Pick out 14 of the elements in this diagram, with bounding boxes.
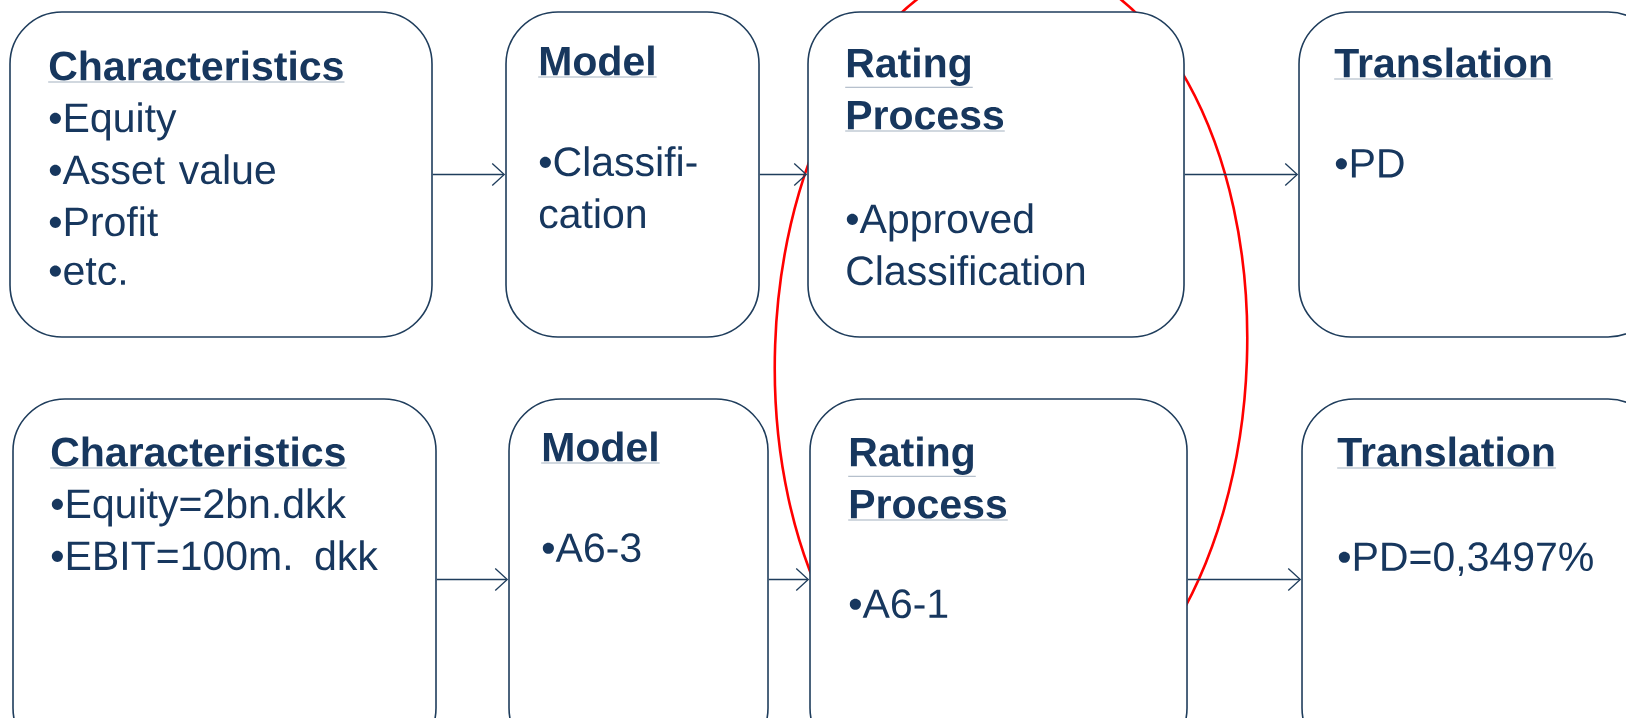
process-box: Translation •PD=0,3497%	[1301, 398, 1626, 718]
process-box: Rating Process •Approved Classification	[807, 11, 1185, 338]
process-box: Characteristics •Equity=2bn.dkk •EBIT=100m. dkk	[12, 398, 437, 718]
arrow	[768, 567, 810, 592]
arrow	[759, 162, 808, 187]
process-box: Model •A6-3	[508, 398, 769, 718]
process-box: Translation •PD	[1298, 11, 1626, 338]
process-box: Rating Process •A6-1	[809, 398, 1188, 718]
arrow	[432, 162, 506, 187]
process-box: Model •Classifi-cation	[505, 11, 760, 338]
process-box: Characteristics •Equity •Asset value •Profit •etc.	[9, 11, 433, 338]
arrow	[436, 567, 509, 592]
arrow	[1187, 567, 1302, 592]
arrow	[1184, 162, 1299, 187]
